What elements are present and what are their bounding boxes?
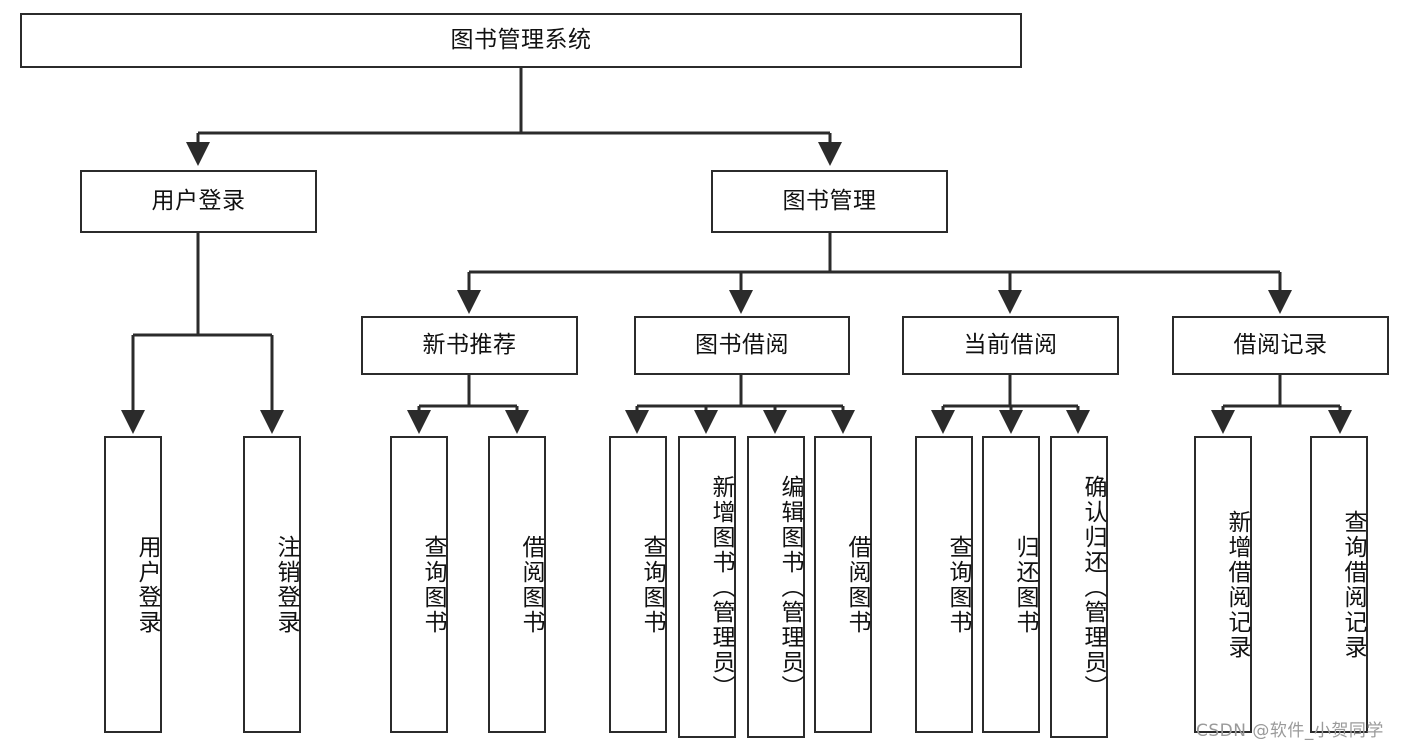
leaf-borrow-book[interactable]: 借阅图书 [814, 436, 872, 733]
node-book-manage[interactable]: 图书管理 [711, 170, 948, 233]
node-borrow-record-label: 借阅记录 [1233, 331, 1328, 358]
leaf-borrow-book-new-recommend[interactable]: 借阅图书 [488, 436, 546, 733]
leaf-query-book-new-recommend[interactable]: 查询图书 [390, 436, 448, 733]
node-borrow-record[interactable]: 借阅记录 [1172, 316, 1389, 375]
leaf-query-borrow-record-label: 查询借阅记录 [1340, 509, 1366, 660]
node-book-borrow-label: 图书借阅 [695, 331, 789, 358]
leaf-edit-book[interactable]: 编辑图书（管理员） [747, 436, 805, 738]
node-user-login-label: 用户登录 [151, 187, 246, 214]
csdn-watermark: CSDN @软件_小贺同学 [1196, 721, 1384, 741]
node-root-label: 图书管理系统 [450, 26, 592, 53]
leaf-query-book-current-label: 查询图书 [945, 534, 971, 635]
leaf-borrow-book-label: 借阅图书 [844, 534, 870, 635]
leaf-borrow-book-new-recommend-label: 借阅图书 [518, 534, 544, 635]
leaf-logout-label: 注销登录 [273, 534, 299, 635]
leaf-add-book[interactable]: 新增图书（管理员） [678, 436, 736, 738]
node-new-book-recommend[interactable]: 新书推荐 [361, 316, 578, 375]
leaf-add-borrow-record-label: 新增借阅记录 [1224, 509, 1250, 660]
leaf-edit-book-label: 编辑图书（管理员） [777, 474, 803, 700]
leaf-user-login-label: 用户登录 [134, 534, 160, 635]
leaf-user-login[interactable]: 用户登录 [104, 436, 162, 733]
node-book-borrow[interactable]: 图书借阅 [634, 316, 850, 375]
node-new-book-recommend-label: 新书推荐 [422, 331, 517, 358]
leaf-add-book-label: 新增图书（管理员） [708, 474, 734, 700]
node-user-login[interactable]: 用户登录 [80, 170, 317, 233]
leaf-confirm-return[interactable]: 确认归还（管理员） [1050, 436, 1108, 738]
node-current-borrow-label: 当前借阅 [963, 331, 1058, 358]
leaf-query-book-new-recommend-label: 查询图书 [420, 534, 446, 635]
leaf-query-book-current[interactable]: 查询图书 [915, 436, 973, 733]
leaf-add-borrow-record[interactable]: 新增借阅记录 [1194, 436, 1252, 733]
node-book-manage-label: 图书管理 [782, 187, 877, 214]
leaf-query-book-borrow[interactable]: 查询图书 [609, 436, 667, 733]
leaf-query-borrow-record[interactable]: 查询借阅记录 [1310, 436, 1368, 733]
leaf-return-book[interactable]: 归还图书 [982, 436, 1040, 733]
leaf-confirm-return-label: 确认归还（管理员） [1080, 474, 1106, 700]
leaf-return-book-label: 归还图书 [1012, 534, 1038, 635]
node-current-borrow[interactable]: 当前借阅 [902, 316, 1119, 375]
node-root-book-management-system[interactable]: 图书管理系统 [20, 13, 1022, 68]
leaf-logout[interactable]: 注销登录 [243, 436, 301, 733]
leaf-query-book-borrow-label: 查询图书 [639, 534, 665, 635]
